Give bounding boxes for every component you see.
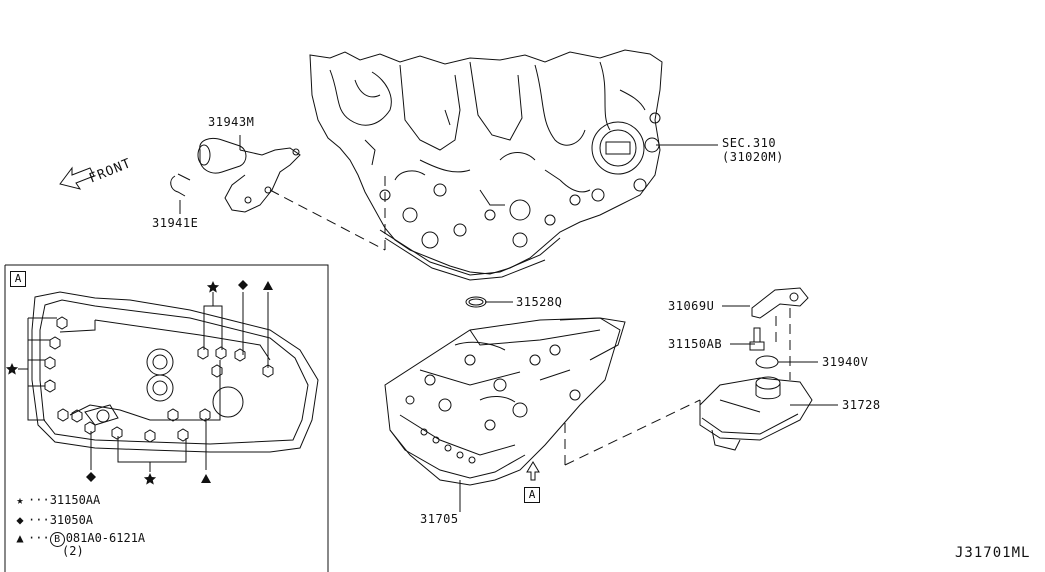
label-31528Q: 31528Q: [516, 295, 563, 309]
o-ring: [755, 355, 779, 369]
inset-callout-brackets: [18, 292, 269, 472]
label-31069U: 31069U: [668, 299, 715, 313]
inset-marker-A: A: [10, 271, 26, 287]
label-31150AB: 31150AB: [668, 337, 723, 351]
oil-strainer: [699, 376, 813, 451]
label-31941E: 31941E: [152, 216, 199, 230]
inset-view-frame: [4, 264, 329, 572]
legend-text: 31050A: [49, 513, 94, 527]
star-icon: [5, 363, 19, 375]
diamond-icon: [238, 280, 248, 290]
star-icon: ★: [16, 493, 24, 507]
label-31943M: 31943M: [208, 115, 255, 129]
diagram-code: J31701ML: [955, 545, 1031, 561]
control-valve-body: [384, 317, 626, 486]
legend-item-diamond: ◆···31050A: [12, 513, 93, 527]
label-sec310-ref: (31020M): [722, 150, 784, 164]
view-arrow-icon: [526, 461, 540, 481]
solenoid-assembly: [170, 137, 301, 213]
inset-valve-body-outline: [31, 291, 319, 453]
front-arrow-icon: [59, 166, 95, 190]
triangle-icon: ▲: [16, 531, 24, 545]
star-icon: [206, 281, 220, 293]
view-marker-A: A: [524, 487, 540, 503]
legend-qty: (2): [62, 544, 84, 558]
circled-b-icon: B: [49, 532, 65, 547]
diamond-icon: ◆: [16, 513, 24, 527]
transmission-case-illustration: [309, 49, 663, 281]
inset-bolt-hexes: [44, 316, 274, 443]
star-icon: [143, 473, 157, 485]
bracket: [751, 287, 809, 319]
legend-text: 081A0-6121A: [65, 531, 146, 545]
triangle-icon: [201, 474, 211, 483]
bolt: [749, 327, 765, 351]
leader-lines: [179, 135, 838, 512]
inset-symbols: [5, 280, 273, 485]
label-31728: 31728: [842, 398, 881, 412]
legend-text: 31150AA: [49, 493, 101, 507]
seal-ring: [465, 296, 487, 308]
label-31940V: 31940V: [822, 355, 869, 369]
legend-item-star: ★···31150AA: [12, 493, 100, 507]
dashed-alignment-lines: [269, 175, 791, 466]
label-31705: 31705: [420, 512, 459, 526]
label-sec310: SEC.310: [722, 136, 777, 150]
triangle-icon: [263, 281, 273, 290]
diamond-icon: [86, 472, 96, 482]
